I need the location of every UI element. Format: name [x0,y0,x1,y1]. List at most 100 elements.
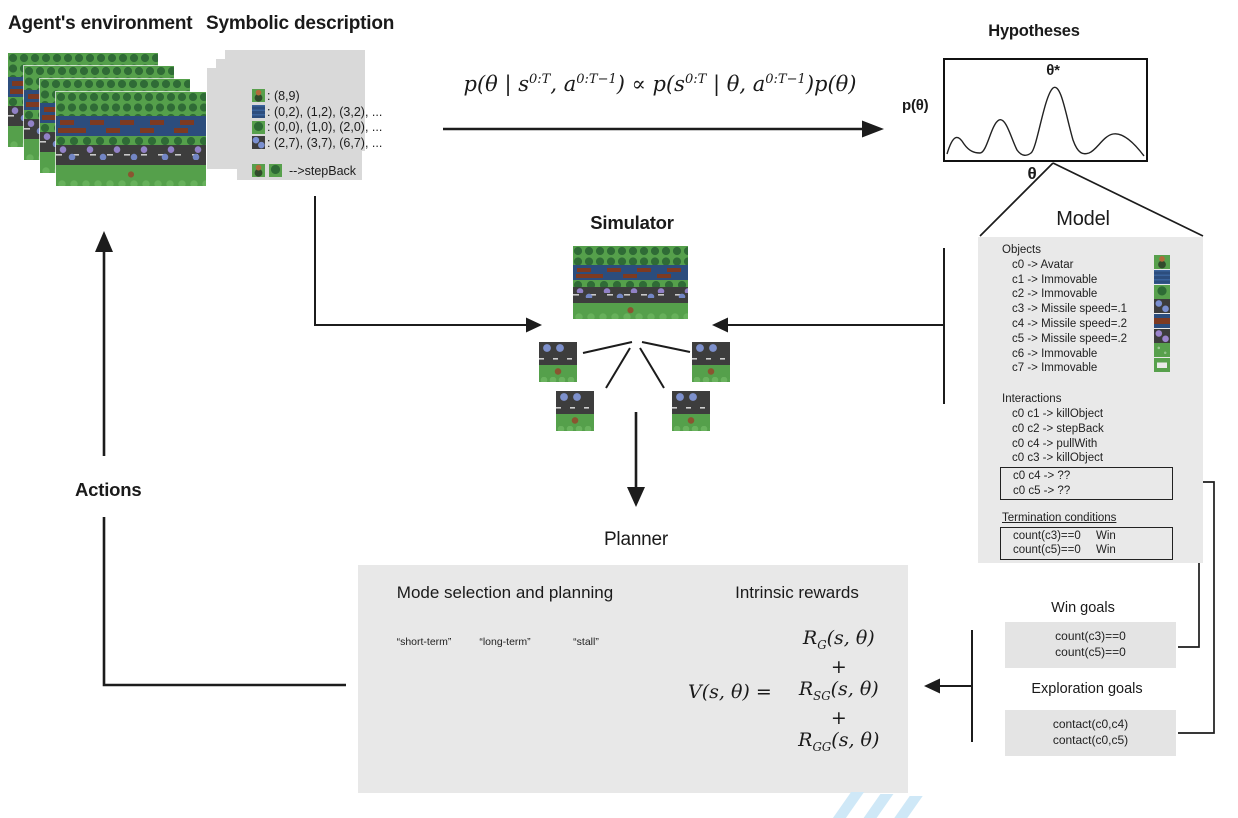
reward-term: RG(s, θ) [802,627,875,652]
win-goal-row: count(c3)==0 [1055,629,1126,643]
car-sprite-icon [252,136,265,150]
reward-terms-stack: RG(s, θ) + RSG(s, θ) + RGG(s, θ) [780,627,898,757]
plus-sign: + [830,655,847,678]
frame-stripe [56,165,206,186]
rollout-patch [692,342,730,382]
patch-road [556,391,594,414]
model-interaction-row: c0 c3 -> killObject [1012,452,1104,465]
hypotheses-x-axis-label: θ [1027,164,1037,183]
reward-term: RSG(s, θ) [798,677,879,703]
actions-arrowhead [95,231,113,252]
actions-arrow-line [102,248,346,687]
symbolic-description-label: Symbolic description [206,13,395,34]
reward-term: RGG(s, θ) [798,728,880,754]
tree-sprite-icon [252,120,265,134]
patch-road [692,342,730,365]
goal-sprite-icon [1154,358,1170,372]
model-to-simulator-line [726,248,945,404]
unknown-interaction-row: c0 c5 -> ?? [1013,484,1071,497]
hypotheses-label: Hypotheses [988,22,1080,40]
model-object-row: c1 -> Immovable [1012,273,1098,286]
purple-car-sprite-icon [1154,329,1170,343]
symbolic-row: : (2,7), (3,7), (6,7), ... [252,135,382,151]
tree-sprite-icon [1154,285,1170,299]
value-function-formula: V(s, θ) = RG(s, θ) + RSG(s, θ) + RGG(s, … [688,627,898,757]
win-goals-label: Win goals [1051,600,1115,616]
model-interaction-row: c0 c1 -> killObject [1012,407,1104,420]
symbolic-arrowhead [526,317,542,333]
avatar-sprite-icon [1154,255,1170,269]
frame-stripe [56,136,206,145]
model-object-row: c4 -> Missile speed=.2 [1012,317,1128,330]
model-object-row: c6 -> Immovable [1012,347,1098,360]
symbolic-row: : (0,2), (1,2), (3,2), ... [252,104,382,120]
model-interaction-row: c0 c4 -> pullWith [1012,437,1098,450]
frame-stripe [573,246,688,265]
blue-car-sprite-icon [1154,299,1170,313]
symbolic-card-front: : (8,9) : (0,2), (1,2), (3,2), ... : (0,… [237,77,382,180]
avatar-sprite-icon [252,89,265,103]
intrinsic-rewards-title: Intrinsic rewards [735,583,859,602]
termination-conditions-title: Termination conditions [1002,512,1117,525]
frame-stripe [56,116,206,137]
simulator-frame [573,246,688,319]
model-object-row: c2 -> Immovable [1012,288,1098,301]
frame-stripe [56,144,206,166]
patch-grass [539,364,577,382]
model-object-row: c3 -> Missile speed=.1 [1012,303,1128,316]
model-label: Model [1056,208,1110,230]
plus-sign: + [830,706,847,729]
mode-long-term-label: “long-term” [479,636,531,648]
hypotheses-plot-box [943,58,1148,162]
symbolic-action-row: -->stepBack [252,163,362,179]
posterior-arrowhead [862,120,884,138]
posterior-curve [946,86,1145,157]
water-sprite-icon [252,105,265,119]
unknown-interactions-box: c0 c4 -> ?? c0 c5 -> ?? [1000,467,1173,501]
planner-label: Planner [603,529,669,550]
goals-arrowhead [924,678,940,694]
hypotheses-y-axis-label: p(θ) [902,97,929,114]
frame-stripe [56,92,206,117]
mode-stall-label: “stall” [573,636,599,648]
patch-grass [672,413,710,431]
patch-grass [556,413,594,431]
patch-grass [692,364,730,382]
model-interaction-row: c0 c2 -> stepBack [1012,422,1104,435]
avatar-sprite-icon [252,164,265,178]
posterior-formula: p(θ | s0:T, a0:T−1) ∝ p(s0:T | θ, a0:T−1… [463,72,857,96]
symbolic-row: : (8,9) [252,88,362,104]
theta-star-label: θ* [1046,62,1060,79]
model-object-row: c5 -> Missile speed=.2 [1012,332,1128,345]
interactions-title: Interactions [1002,393,1062,406]
model-object-row: c7 -> Immovable [1012,362,1098,375]
exploration-goals-box: contact(c0,c4) contact(c0,c5) [1005,710,1176,756]
objects-title: Objects [1002,244,1041,256]
grass-sprite-icon [1154,343,1170,357]
model-arrowhead [712,317,728,333]
rollout-patch [556,391,594,431]
tree-sprite-icon [269,164,282,178]
planner-box [358,565,908,793]
simulator-label: Simulator [590,212,674,233]
water-sprite-icon [1154,270,1170,284]
rollout-patch [672,391,710,431]
patch-road [539,342,577,365]
symbolic-to-simulator-line [314,196,528,326]
mode-selection-title: Mode selection and planning [396,583,614,602]
frame-stripe [573,302,688,319]
mode-short-term-label: “short-term” [396,636,452,648]
win-goal-row: count(c5)==0 [1055,644,1126,659]
environment-frame-front [56,92,206,186]
win-goals-box: count(c3)==0 count(c5)==0 [1005,622,1176,668]
exploration-goal-row: contact(c0,c5) [1052,732,1129,747]
value-lhs: V(s, θ) = [688,681,772,704]
unknown-interaction-row: c0 c4 -> ?? [1013,470,1071,483]
frame-stripe [573,264,688,281]
simulator-down-arrowhead [627,487,645,507]
frame-stripe [573,280,688,287]
